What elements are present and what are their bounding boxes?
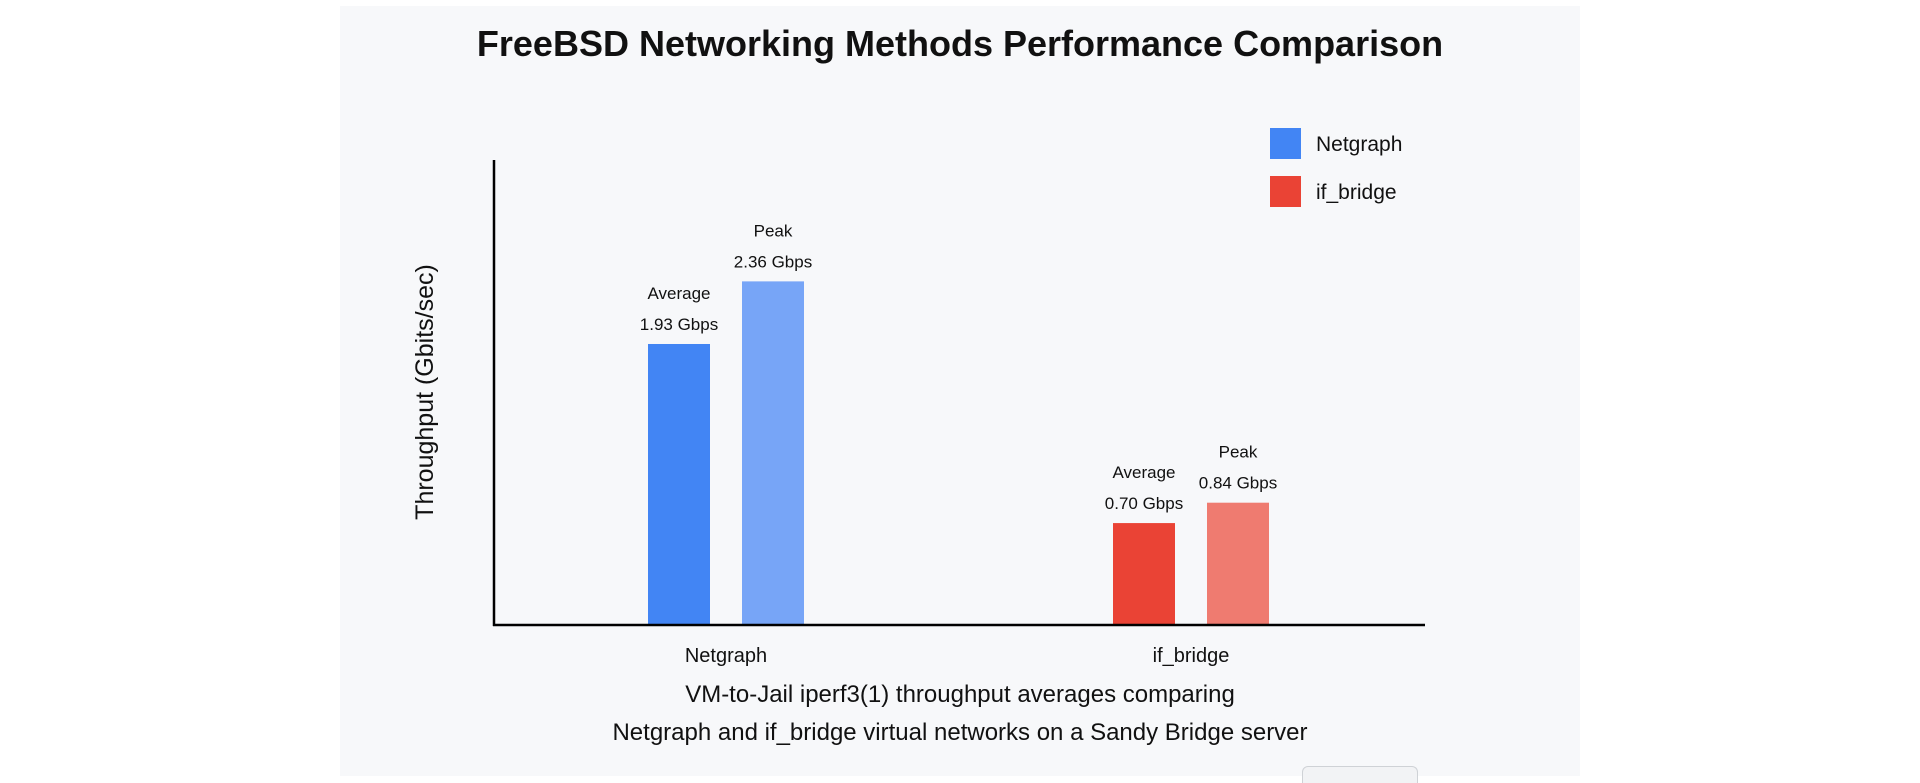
- caption-line-2: Netgraph and if_bridge virtual networks …: [612, 719, 1307, 746]
- chart-panel: FreeBSD Networking Methods Performance C…: [340, 6, 1580, 776]
- data-label-value-if-bridge-average: 0.70 Gbps: [1105, 494, 1183, 513]
- x-tick-label-netgraph: Netgraph: [685, 645, 767, 667]
- bar-if-bridge-peak: [1207, 502, 1269, 625]
- y-axis-label: Throughput (Gbits/sec): [411, 264, 439, 520]
- bar-if-bridge-average: [1113, 523, 1175, 625]
- chart-svg: FreeBSD Networking Methods Performance C…: [411, 23, 1443, 746]
- data-label-value-netgraph-average: 1.93 Gbps: [640, 315, 718, 334]
- legend-swatch-if-bridge: [1270, 176, 1301, 207]
- data-label-value-if-bridge-peak: 0.84 Gbps: [1199, 474, 1277, 493]
- data-label-kind-netgraph-average: Average: [647, 284, 710, 303]
- bar-netgraph-peak: [742, 281, 804, 625]
- data-label-kind-if-bridge-peak: Peak: [1219, 443, 1258, 462]
- legend-swatch-netgraph: [1270, 128, 1301, 159]
- scroll-button[interactable]: [1302, 766, 1418, 783]
- data-label-kind-netgraph-peak: Peak: [754, 221, 793, 240]
- x-tick-label-if-bridge: if_bridge: [1153, 645, 1230, 667]
- legend-label-netgraph: Netgraph: [1316, 133, 1402, 156]
- data-label-kind-if-bridge-average: Average: [1112, 463, 1175, 482]
- legend: Netgraph if_bridge: [1270, 128, 1402, 207]
- chart-title: FreeBSD Networking Methods Performance C…: [477, 23, 1443, 64]
- caption-line-1: VM-to-Jail iperf3(1) throughput averages…: [685, 681, 1235, 708]
- data-label-value-netgraph-peak: 2.36 Gbps: [734, 252, 812, 271]
- bar-netgraph-average: [648, 343, 710, 625]
- legend-label-if-bridge: if_bridge: [1316, 181, 1397, 204]
